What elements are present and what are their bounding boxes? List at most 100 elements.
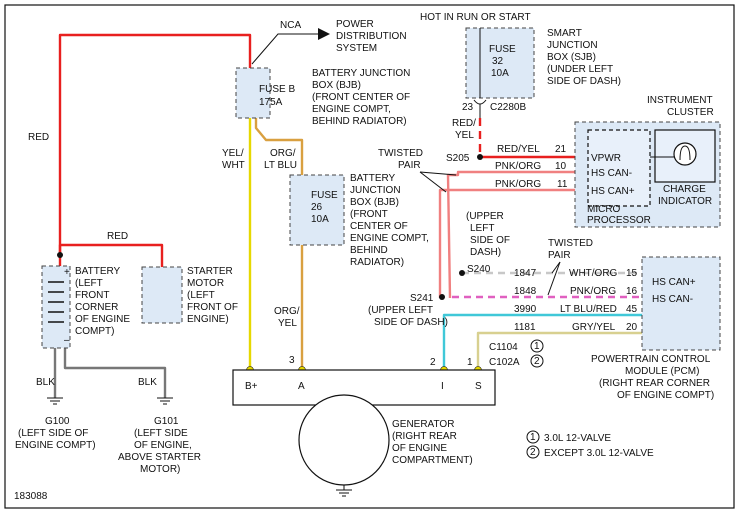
twisted-pair-leader-4 xyxy=(551,261,561,274)
legend-1-num: 1 xyxy=(530,432,536,443)
legend-marker-2-icon xyxy=(526,445,540,459)
pcm-label: POWERTRAIN CONTROL MODULE (PCM) (RIGHT R… xyxy=(591,354,714,401)
wire-gry-yel xyxy=(476,331,642,370)
gen-pin-s: 1 xyxy=(467,357,473,368)
wire-blk1-label: BLK xyxy=(36,377,55,388)
gen-terminal-bplus: B+ xyxy=(245,381,258,392)
pcm-pin-16: 16 xyxy=(626,286,638,297)
wire-wht-org-label: WHT/ORG xyxy=(569,268,618,279)
nca-label: NCA xyxy=(280,20,301,31)
splice-s241 xyxy=(439,294,445,300)
splice-s241-label: S241 xyxy=(410,293,434,304)
wire-pnk-org-1-label: PNK/ORG xyxy=(495,161,541,172)
connector-c2280b: C2280B xyxy=(490,102,526,113)
gen-terminal-s: S xyxy=(475,381,482,392)
note-marker-1-num: 1 xyxy=(534,341,540,352)
figure-id: 183088 xyxy=(14,491,48,502)
bjb-top-label: BATTERY JUNCTION BOX (BJB) (FRONT CENTER… xyxy=(312,68,413,127)
splice-s205-label: S205 xyxy=(446,153,470,164)
wire-pnk-org-2 xyxy=(438,188,577,298)
g101-label: G101 (LEFT SIDE OF ENGINE, ABOVE STARTER… xyxy=(118,416,204,475)
legend-2-num: 2 xyxy=(530,447,536,458)
sjb-fuse-label: FUSE 32 10A xyxy=(489,44,518,79)
connector-c1104: C1104 xyxy=(489,342,518,353)
wire-red-yel-v-label: RED/ YEL xyxy=(452,118,479,141)
twisted-pair-label-1: TWISTED PAIR xyxy=(378,148,426,171)
pds-label: POWER DISTRIBUTION SYSTEM xyxy=(336,19,409,54)
g100-label: G100 (LEFT SIDE OF ENGINE COMPT) xyxy=(15,416,96,451)
pcm-pin-20: 20 xyxy=(626,322,638,333)
wire-nca xyxy=(251,33,318,65)
wire-red-main-label: RED xyxy=(28,132,49,143)
cluster-title: INSTRUMENT CLUSTER xyxy=(647,95,715,118)
wire-red-main xyxy=(58,33,252,267)
micro-processor-box xyxy=(587,129,651,207)
cluster-pin-21: 21 xyxy=(555,144,567,155)
wire-org-yel-label: ORG/ YEL xyxy=(274,306,302,329)
cluster-hs-can-minus: HS CAN- xyxy=(591,168,632,179)
circuit-1181: 1181 xyxy=(514,322,536,333)
legend-marker-1-icon xyxy=(526,430,540,444)
circuit-1847: 1847 xyxy=(514,268,537,279)
starter-label: STARTER MOTOR (LEFT FRONT OF ENGINE) xyxy=(187,266,241,325)
wire-pnk-org-3-label: PNK/ORG xyxy=(570,286,616,297)
diagram-frame xyxy=(4,4,735,509)
bjb-mid-box xyxy=(289,174,345,246)
note-marker-2-icon xyxy=(530,354,544,368)
g101-ground-icon xyxy=(157,397,173,405)
bjb-top-fuse-label: FUSE B 175A xyxy=(259,84,298,108)
pcm-pin-15: 15 xyxy=(626,268,638,279)
wire-blk-g101 xyxy=(63,347,167,398)
charge-indicator-lamp xyxy=(673,142,697,166)
twisted-pair-leader-2 xyxy=(419,171,457,176)
gen-pin-i: 2 xyxy=(430,357,436,368)
cluster-vpwr: VPWR xyxy=(591,153,621,164)
charge-indicator-label: CHARGE INDICATOR xyxy=(658,184,712,207)
cluster-hs-can-plus: HS CAN+ xyxy=(591,186,635,197)
gen-pin-a: 3 xyxy=(289,355,295,366)
twisted-pair-leader-3 xyxy=(547,261,561,296)
lamp-filament xyxy=(679,145,691,161)
cluster-pin-10: 10 xyxy=(555,161,567,172)
battery-label: BATTERY (LEFT FRONT CORNER OF ENGINE COM… xyxy=(75,266,133,337)
sjb-label: SMART JUNCTION BOX (SJB) (UNDER LEFT SID… xyxy=(547,28,621,87)
wire-org-ltblu-label: ORG/ LT BLU xyxy=(264,148,298,171)
generator-label: GENERATOR (RIGHT REAR OF ENGINE COMPARTM… xyxy=(392,419,473,466)
battery-box xyxy=(41,265,71,349)
pcm-box xyxy=(641,256,721,351)
wire-yel-wht-label: YEL/ WHT xyxy=(222,148,246,171)
battery-minus: – xyxy=(64,335,70,346)
sjb-pin-number: 23 xyxy=(462,102,474,113)
pcm-hs-can-minus: HS CAN- xyxy=(652,294,693,305)
arrow-pds xyxy=(318,28,330,40)
micro-processor-label: MICRO PROCESSOR xyxy=(587,204,651,226)
wire-lt-blu-red-label: LT BLU/RED xyxy=(560,304,617,315)
wire-red-starter-label: RED xyxy=(107,231,128,242)
sjb-header: HOT IN RUN OR START xyxy=(420,12,531,23)
battery-plus: + xyxy=(64,267,70,278)
generator-ground-icon xyxy=(336,489,352,497)
cluster-pin-11: 11 xyxy=(557,179,568,190)
bjb-mid-fuse-label: FUSE 26 10A xyxy=(311,190,340,225)
wire-pnk-org-1 xyxy=(446,170,577,299)
sjb-connector-arc xyxy=(473,99,487,105)
pcm-hs-can-plus: HS CAN+ xyxy=(652,277,696,288)
gen-terminal-i: I xyxy=(441,381,444,392)
charge-indicator-box xyxy=(654,129,716,183)
bjb-mid-label: BATTERY JUNCTION BOX (BJB) (FRONT CENTER… xyxy=(350,173,432,268)
wire-pnk-org-2-label: PNK/ORG xyxy=(495,179,541,190)
circuit-3990: 3990 xyxy=(514,304,537,315)
note-marker-1-icon xyxy=(530,339,544,353)
twisted-pair-leader-1 xyxy=(419,171,447,193)
legend-2-text: EXCEPT 3.0L 12-VALVE xyxy=(544,448,654,459)
wire-gry-yel-label: GRY/YEL xyxy=(572,322,616,333)
legend-1-text: 3.0L 12-VALVE xyxy=(544,433,611,444)
note-marker-2-num: 2 xyxy=(534,356,540,367)
wire-red-yel-h-label: RED/YEL xyxy=(497,144,540,155)
wire-lt-blu-red xyxy=(442,313,642,370)
battery-splice-dot xyxy=(57,252,63,258)
splice-s241-location: (UPPER LEFT SIDE OF DASH) xyxy=(368,305,448,328)
generator-body xyxy=(298,394,390,486)
